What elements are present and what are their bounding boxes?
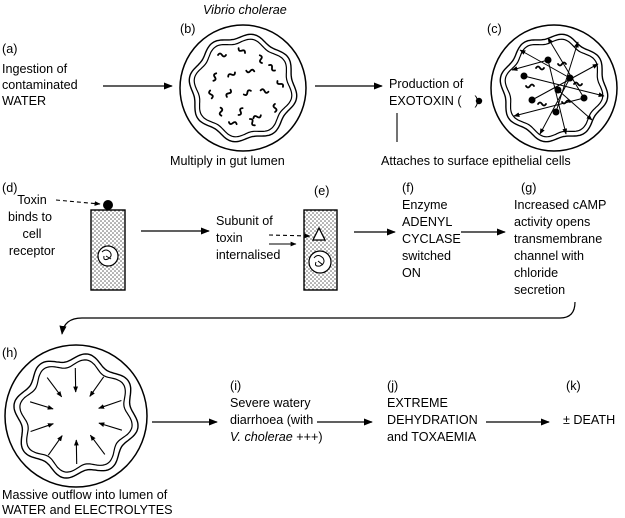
- gut-lumen-c: [490, 24, 618, 152]
- label-i: (i): [230, 379, 242, 393]
- step-e-line3: internalised: [216, 248, 281, 262]
- label-j: (j): [387, 379, 399, 393]
- production-line1: Production of: [389, 77, 464, 91]
- epithelial-cell-e: [268, 209, 338, 291]
- step-f-line4: switched: [402, 249, 451, 263]
- step-g-line3: transmembrane: [514, 232, 603, 246]
- step-g-line1: Increased cAMP: [514, 198, 607, 212]
- step-b-text: Multiply in gut lumen: [170, 154, 285, 168]
- step-i-line3: V. cholerae +++): [230, 430, 323, 444]
- label-d: (d): [2, 181, 18, 195]
- gut-lumen-b: [179, 24, 307, 152]
- step-j-line2: DEHYDRATION: [387, 413, 478, 427]
- step-a-line2: contaminated: [2, 78, 78, 92]
- step-f-line3: CYCLASE: [402, 232, 461, 246]
- label-b: (b): [180, 22, 196, 36]
- step-i-line2: diarrhoea (with: [230, 413, 314, 427]
- step-g-line5: chloride: [514, 266, 559, 280]
- label-k: (k): [566, 379, 581, 393]
- label-g: (g): [521, 181, 537, 195]
- label-f: (f): [402, 181, 414, 195]
- step-j-line3: and TOXAEMIA: [387, 430, 477, 444]
- label-a: (a): [2, 42, 18, 56]
- label-h: (h): [2, 346, 18, 360]
- step-j-line1: EXTREME: [387, 396, 448, 410]
- step-f-line1: Enzyme: [402, 198, 448, 212]
- step-d-line4: receptor: [8, 244, 56, 258]
- step-a-line1: Ingestion of: [2, 62, 68, 76]
- epithelial-cell-d: [55, 199, 126, 291]
- step-e-line2: toxin: [216, 231, 243, 245]
- step-h-line2: WATER and ELECTROLYTES: [2, 503, 173, 517]
- step-g-line4: channel with: [514, 249, 585, 263]
- step-a-line3: WATER: [2, 94, 47, 108]
- step-f-line2: ADENYL: [402, 215, 453, 229]
- gut-lumen-h: [4, 344, 148, 488]
- step-d-line3: cell: [22, 227, 42, 241]
- step-i-line1: Severe watery: [230, 396, 311, 410]
- exotoxin-symbol: [475, 97, 483, 105]
- step-g-line2: activity opens: [514, 215, 591, 229]
- attach-text: Attaches to surface epithelial cells: [381, 154, 571, 168]
- step-f-line5: ON: [402, 266, 421, 280]
- production-line2: EXOTOXIN (): [389, 94, 479, 108]
- step-d-line2: binds to: [7, 210, 53, 224]
- step-e-line1: Subunit of: [216, 214, 273, 228]
- label-e: (e): [314, 184, 330, 198]
- step-g-line6: secretion: [514, 283, 566, 297]
- arrow-g-to-h: [59, 301, 576, 335]
- step-k-text: ± DEATH: [563, 413, 616, 427]
- label-c: (c): [487, 22, 502, 36]
- organism-name: Vibrio cholerae: [203, 3, 287, 17]
- step-h-line1: Massive outflow into lumen of: [2, 488, 168, 502]
- step-d-line1: Toxin: [17, 193, 47, 207]
